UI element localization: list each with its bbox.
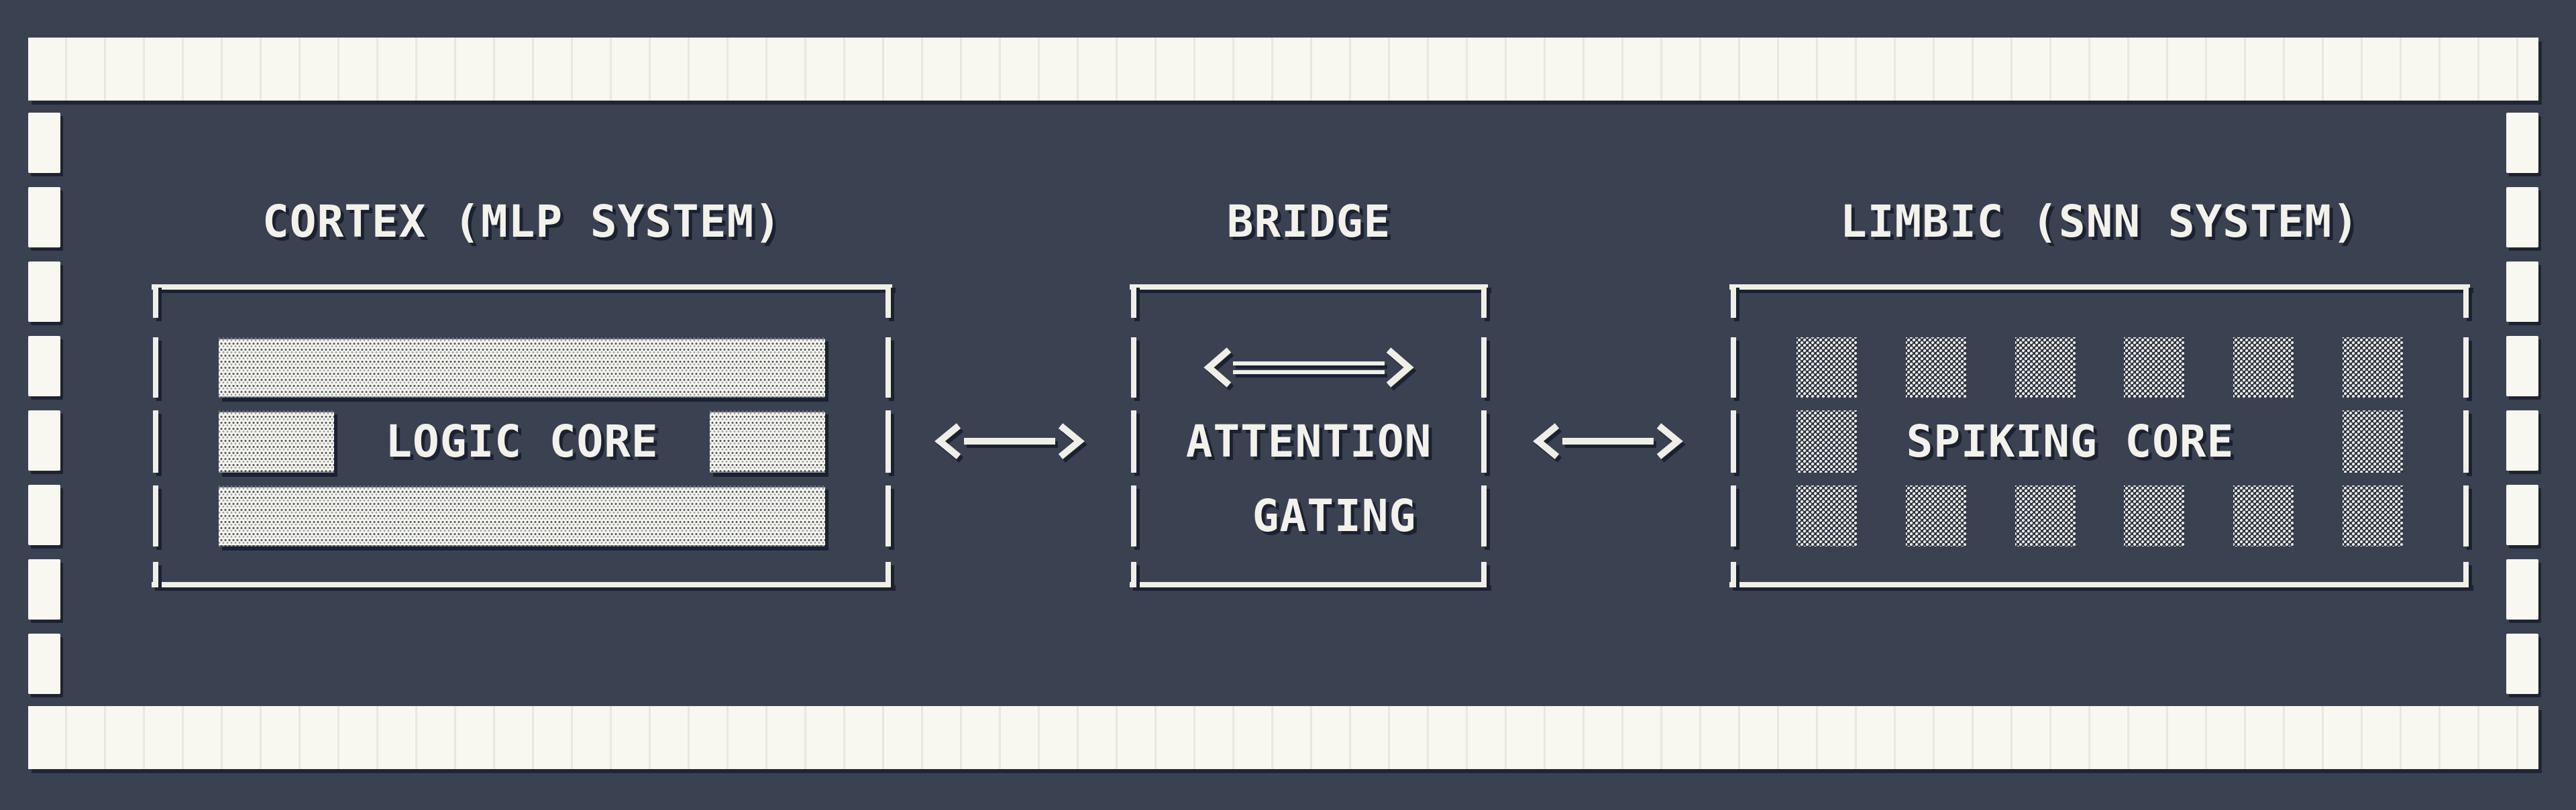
sprocket-hole: [28, 485, 60, 545]
spike-cell: [1796, 485, 1857, 546]
limbic-core-row: SPIKING CORE: [1731, 410, 2469, 473]
limbic-box: SPIKING CORE: [1729, 284, 2470, 587]
weight-chip: [709, 410, 825, 473]
sprocket-hole: [28, 634, 60, 694]
cortex-box-border-top: [152, 284, 892, 290]
spike-cell: [2342, 410, 2403, 473]
cortex-section-title: CORTEX (MLP SYSTEM): [262, 195, 782, 247]
gating-label: GATING: [1252, 490, 1417, 542]
sprocket-hole: [28, 262, 60, 322]
film-sprockets-right: [2506, 113, 2538, 694]
limbic-box-border-right: [2463, 284, 2469, 587]
weight-chip: [219, 410, 334, 473]
spike-cell: [1796, 410, 1857, 473]
limbic-spike-row-top: [1731, 337, 2469, 398]
cortex-box-border-left: [153, 284, 158, 587]
sprocket-hole: [2506, 410, 2538, 471]
bridge-box: ATTENTION GATING: [1130, 284, 1488, 587]
spike-cell: [1796, 337, 1857, 398]
bridge-box-border-right: [1481, 284, 1487, 587]
film-strip-bottom: [28, 706, 2538, 769]
cortex-weight-row-top: [153, 337, 891, 398]
cortex-weight-row-bottom: [153, 485, 891, 546]
sprocket-hole: [28, 187, 60, 247]
weight-matrix-bar: [219, 485, 825, 546]
spike-cell: [1905, 485, 1966, 546]
sprocket-hole: [28, 113, 60, 173]
sprocket-hole: [28, 410, 60, 471]
spike-cell: [2124, 485, 2185, 546]
cortex-bridge-link-arrow-icon: [929, 408, 1090, 475]
sprocket-hole: [2506, 187, 2538, 247]
cortex-box: LOGIC CORE: [152, 284, 892, 587]
logic-core-label: LOGIC CORE: [385, 416, 659, 467]
spike-cell: [2342, 337, 2403, 398]
limbic-box-border-left: [1731, 284, 1736, 587]
bridge-box-border-bottom: [1130, 582, 1488, 587]
sprocket-hole: [2506, 634, 2538, 694]
spike-cell: [2233, 485, 2294, 546]
spike-cell: [2124, 337, 2185, 398]
limbic-box-border-top: [1729, 284, 2470, 290]
bridge-box-border-left: [1131, 284, 1136, 587]
sprocket-hole: [2506, 113, 2538, 173]
bridge-box-border-top: [1130, 284, 1488, 290]
sprocket-hole: [28, 559, 60, 620]
sprocket-hole: [2506, 559, 2538, 620]
weight-matrix-bar: [219, 337, 825, 398]
film-strip-top: [28, 38, 2538, 101]
limbic-box-border-bottom: [1729, 582, 2470, 587]
attention-label: ATTENTION: [1185, 416, 1432, 467]
bridge-gating-row: GATING: [1131, 485, 1487, 546]
bridge-limbic-link-arrow-icon: [1527, 408, 1688, 475]
sprocket-hole: [2506, 485, 2538, 545]
film-sprockets-left: [28, 113, 60, 694]
bridge-section-title: BRIDGE: [1226, 195, 1391, 247]
cortex-box-border-right: [885, 284, 891, 587]
spike-cell: [2342, 485, 2403, 546]
bidirectional-arrow-icon: [1198, 334, 1419, 401]
cortex-box-border-bottom: [152, 582, 892, 587]
cortex-core-row: LOGIC CORE: [153, 410, 891, 473]
sprocket-hole: [28, 336, 60, 396]
bridge-arrow-row: [1131, 337, 1487, 398]
bridge-attention-row: ATTENTION: [1131, 410, 1487, 473]
spiking-core-label: SPIKING CORE: [1906, 416, 2235, 467]
spike-cell: [1905, 337, 1966, 398]
sprocket-hole: [2506, 336, 2538, 396]
spike-cell: [2233, 337, 2294, 398]
spike-cell: [2015, 485, 2076, 546]
sprocket-hole: [2506, 262, 2538, 322]
limbic-spike-row-bottom: [1731, 485, 2469, 546]
spike-cell: [2015, 337, 2076, 398]
limbic-section-title: LIMBIC (SNN SYSTEM): [1840, 195, 2359, 247]
